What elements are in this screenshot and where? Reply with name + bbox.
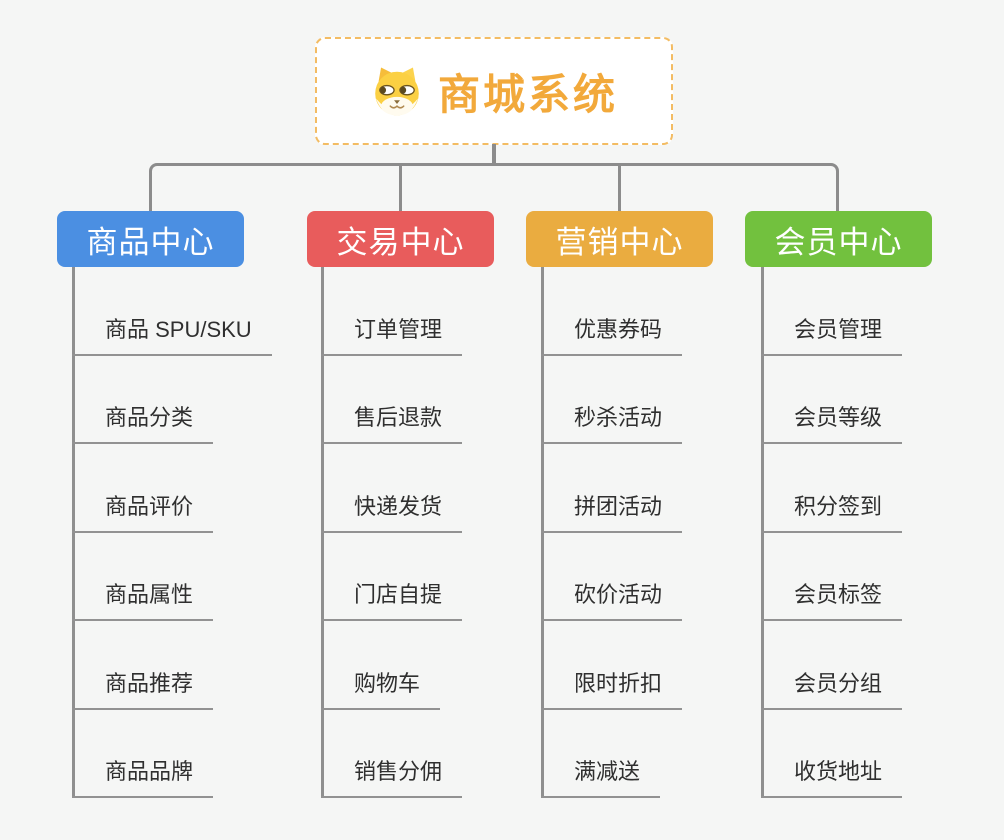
child-node[interactable]: 商品推荐 (72, 666, 214, 710)
connector-trunk (149, 163, 839, 211)
child-row: 优惠券码 (541, 267, 683, 356)
child-row: 会员等级 (761, 356, 903, 444)
child-node[interactable]: 商品评价 (72, 489, 214, 533)
children-column-trade: 订单管理 售后退款 快递发货 门店自提 购物车 销售分佣 (321, 267, 463, 798)
child-row: 秒杀活动 (541, 356, 683, 444)
child-node[interactable]: 商品分类 (72, 400, 214, 444)
child-node[interactable]: 秒杀活动 (541, 400, 683, 444)
child-row: 订单管理 (321, 267, 463, 356)
child-node[interactable]: 快递发货 (321, 489, 463, 533)
child-row: 拼团活动 (541, 444, 683, 533)
child-node[interactable]: 收货地址 (761, 754, 903, 798)
child-row: 商品 SPU/SKU (72, 267, 272, 356)
child-node[interactable]: 售后退款 (321, 400, 463, 444)
root-title: 商城系统 (437, 70, 618, 118)
child-node[interactable]: 销售分佣 (321, 754, 463, 798)
dog-face-icon (370, 65, 424, 117)
child-node[interactable]: 购物车 (321, 666, 441, 710)
children-column-marketing: 优惠券码 秒杀活动 拼团活动 砍价活动 限时折扣 满减送 (541, 267, 683, 798)
child-row: 会员管理 (761, 267, 903, 356)
child-node[interactable]: 积分签到 (761, 489, 903, 533)
child-row: 会员标签 (761, 533, 903, 621)
child-row: 销售分佣 (321, 710, 463, 798)
child-row: 收货地址 (761, 710, 903, 798)
child-node[interactable]: 门店自提 (321, 577, 463, 621)
branch-label: 会员中心 (774, 224, 903, 260)
child-node[interactable]: 商品 SPU/SKU (72, 312, 272, 356)
child-node[interactable]: 会员管理 (761, 312, 903, 356)
child-row: 限时折扣 (541, 621, 683, 710)
child-node[interactable]: 砍价活动 (541, 577, 683, 621)
child-node[interactable]: 订单管理 (321, 312, 463, 356)
child-node[interactable]: 限时折扣 (541, 666, 683, 710)
child-node[interactable]: 会员分组 (761, 666, 903, 710)
branch-node-trade-center[interactable]: 交易中心 (307, 211, 494, 267)
branch-label: 交易中心 (336, 224, 465, 260)
child-node[interactable]: 拼团活动 (541, 489, 683, 533)
branch-node-product-center[interactable]: 商品中心 (57, 211, 244, 267)
child-row: 会员分组 (761, 621, 903, 710)
child-row: 砍价活动 (541, 533, 683, 621)
child-row: 满减送 (541, 710, 682, 798)
child-row: 商品属性 (72, 533, 272, 621)
child-row: 商品分类 (72, 356, 272, 444)
child-row: 商品推荐 (72, 621, 272, 710)
child-row: 积分签到 (761, 444, 903, 533)
branch-label: 营销中心 (555, 224, 684, 260)
branch-node-member-center[interactable]: 会员中心 (745, 211, 932, 267)
child-row: 商品品牌 (72, 710, 272, 798)
child-row: 快递发货 (321, 444, 463, 533)
child-node[interactable]: 商品属性 (72, 577, 214, 621)
child-node[interactable]: 会员等级 (761, 400, 903, 444)
child-row: 门店自提 (321, 533, 463, 621)
root-node-mall-system[interactable]: 商城系统 (315, 37, 673, 145)
child-row: 售后退款 (321, 356, 463, 444)
child-row: 商品评价 (72, 444, 272, 533)
child-node[interactable]: 商品品牌 (72, 754, 214, 798)
connector-root-stem (492, 144, 496, 165)
children-column-product: 商品 SPU/SKU 商品分类 商品评价 商品属性 商品推荐 商品品牌 (72, 267, 272, 798)
branch-label: 商品中心 (86, 224, 215, 260)
branch-node-marketing-center[interactable]: 营销中心 (526, 211, 713, 267)
child-node[interactable]: 会员标签 (761, 577, 903, 621)
children-column-member: 会员管理 会员等级 积分签到 会员标签 会员分组 收货地址 (761, 267, 903, 798)
child-node[interactable]: 满减送 (541, 754, 661, 798)
connector-drop-marketing (618, 165, 621, 211)
child-row: 购物车 (321, 621, 462, 710)
connector-drop-trade (399, 165, 402, 211)
child-node[interactable]: 优惠券码 (541, 312, 683, 356)
